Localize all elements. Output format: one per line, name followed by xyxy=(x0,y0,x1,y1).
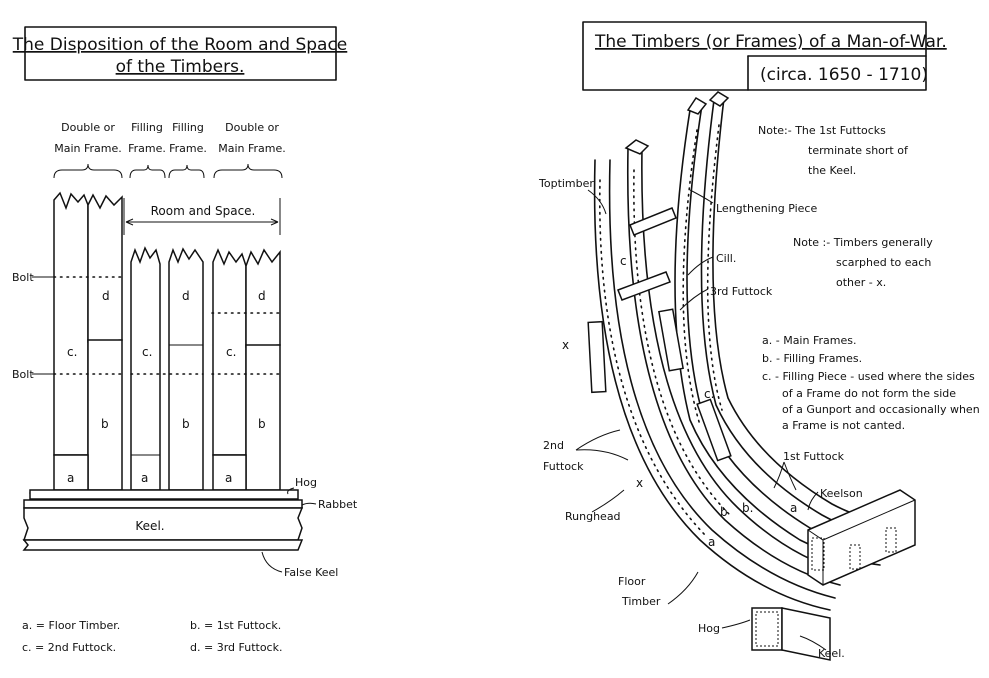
legend-item-c: c. = 2nd Futtock. xyxy=(22,641,116,654)
filling-frame-1 xyxy=(130,246,161,491)
label-keelson: Keelson xyxy=(820,487,863,500)
header-filling-frame-1a: Filling xyxy=(131,121,163,134)
right-subtitle: (circa. 1650 - 1710) xyxy=(760,65,928,85)
label-keel: Keel. xyxy=(818,647,845,660)
rabbet-label: Rabbet xyxy=(318,498,358,511)
left-diagram: The Disposition of the Room and Space of… xyxy=(12,26,358,654)
bolt-label-upper: Bolt xyxy=(12,271,34,284)
right-title: The Timbers (or Frames) of a Man-of-War. xyxy=(594,32,947,52)
keelson xyxy=(807,489,916,586)
legend-item-b: b. = 1st Futtock. xyxy=(190,619,281,632)
toptimber-end-2 xyxy=(686,96,708,115)
toptimber-end-1 xyxy=(624,139,650,155)
timber-letter-c-1: c. xyxy=(67,345,77,359)
label-3rd-futtock: 3rd Futtock xyxy=(710,285,773,298)
timber-letter-d-2: d xyxy=(182,289,190,303)
filling-piece-3 xyxy=(696,398,732,462)
key-line-1: a. - Main Frames. xyxy=(762,334,856,347)
label-runghead: Runghead xyxy=(565,510,621,523)
false-keel-label: False Keel xyxy=(284,566,338,579)
label-toptimber: Toptimber xyxy=(538,177,594,190)
timber-letter-c-2: c. xyxy=(142,345,152,359)
header-filling-frame-2b: Frame. xyxy=(169,142,207,155)
marker-b-2: b. xyxy=(742,501,753,515)
keel-side xyxy=(781,607,831,661)
keel-label: Keel. xyxy=(135,519,164,533)
double-frame-1-left-timber xyxy=(53,191,89,456)
marker-c-1: c xyxy=(620,254,627,268)
marker-a-1: a xyxy=(708,535,715,549)
note-1-line-1: Note:- The 1st Futtocks xyxy=(758,124,886,137)
bolt-label-lower: Bolt xyxy=(12,368,34,381)
double-frame-1-right-lower xyxy=(87,339,123,491)
cill xyxy=(617,271,671,301)
note-2-line-2: scarphed to each xyxy=(836,256,931,269)
key-line-4: of a Frame do not form the side xyxy=(782,387,956,400)
header-double-frame-1b: Main Frame. xyxy=(54,142,122,155)
header-braces xyxy=(53,163,283,179)
header-filling-frame-1b: Frame. xyxy=(128,142,166,155)
timber-letter-b-1: b xyxy=(101,417,109,431)
key-line-5: of a Gunport and occasionally when xyxy=(782,403,980,416)
label-hog: Hog xyxy=(698,622,720,635)
left-title-line2: of the Timbers. xyxy=(116,57,245,77)
label-floor-timber-1: Floor xyxy=(618,575,646,588)
timber-letter-b-2: b xyxy=(182,417,190,431)
legend-item-a: a. = Floor Timber. xyxy=(22,619,120,632)
label-2nd-futtock-1: 2nd xyxy=(543,439,564,452)
label-floor-timber-2: Timber xyxy=(621,595,661,608)
marker-c-2: c. xyxy=(704,387,714,401)
filling-frame-2 xyxy=(168,247,204,491)
header-double-frame-2a: Double or xyxy=(225,121,279,134)
note-1-line-3: the Keel. xyxy=(808,164,856,177)
timber-letter-a-3: a xyxy=(225,471,232,485)
timber-letter-c-3: c. xyxy=(226,345,236,359)
header-double-frame-1a: Double or xyxy=(61,121,115,134)
room-and-space-label: Room and Space. xyxy=(151,204,256,218)
marker-b-1: b xyxy=(720,505,728,519)
false-keel xyxy=(22,539,304,551)
label-cill: Cill. xyxy=(716,252,736,265)
marker-a-2: a xyxy=(790,501,797,515)
note-1-line-2: terminate short of xyxy=(808,144,909,157)
marker-x-2: x xyxy=(636,476,643,490)
timber-letter-a-2: a xyxy=(141,471,148,485)
key-line-2: b. - Filling Frames. xyxy=(762,352,862,365)
filling-piece-2 xyxy=(658,308,684,372)
left-title-line1: The Disposition of the Room and Space xyxy=(12,35,348,55)
label-lengthening-piece: Lengthening Piece xyxy=(716,202,817,215)
label-2nd-futtock-2: Futtock xyxy=(543,460,584,473)
right-diagram: The Timbers (or Frames) of a Man-of-War.… xyxy=(538,21,980,661)
lengthening-piece xyxy=(629,207,677,236)
marker-x-1: x xyxy=(562,338,569,352)
double-frame-1-right-upper xyxy=(87,193,123,343)
label-1st-futtock: 1st Futtock xyxy=(783,450,845,463)
hog xyxy=(29,489,299,500)
note-2-line-1: Note :- Timbers generally xyxy=(793,236,933,249)
right-leader-lines xyxy=(575,189,827,651)
hog-label: Hog xyxy=(295,476,317,489)
rabbet-strip xyxy=(23,499,303,509)
toptimber-end-3 xyxy=(708,91,730,107)
header-double-frame-2b: Main Frame. xyxy=(218,142,286,155)
keel-block xyxy=(751,607,783,651)
legend-item-d: d. = 3rd Futtock. xyxy=(190,641,282,654)
timber-letter-b-3: b xyxy=(258,417,266,431)
key-line-6: a Frame is not canted. xyxy=(782,419,905,432)
header-filling-frame-2a: Filling xyxy=(172,121,204,134)
timber-letter-a-1: a xyxy=(67,471,74,485)
timber-letter-d-3: d xyxy=(258,289,266,303)
filling-piece-1 xyxy=(587,320,607,394)
left-title-box xyxy=(24,26,337,81)
note-2-line-3: other - x. xyxy=(836,276,886,289)
timber-letter-d-1: d xyxy=(102,289,110,303)
key-line-3: c. - Filling Piece - used where the side… xyxy=(762,370,975,383)
